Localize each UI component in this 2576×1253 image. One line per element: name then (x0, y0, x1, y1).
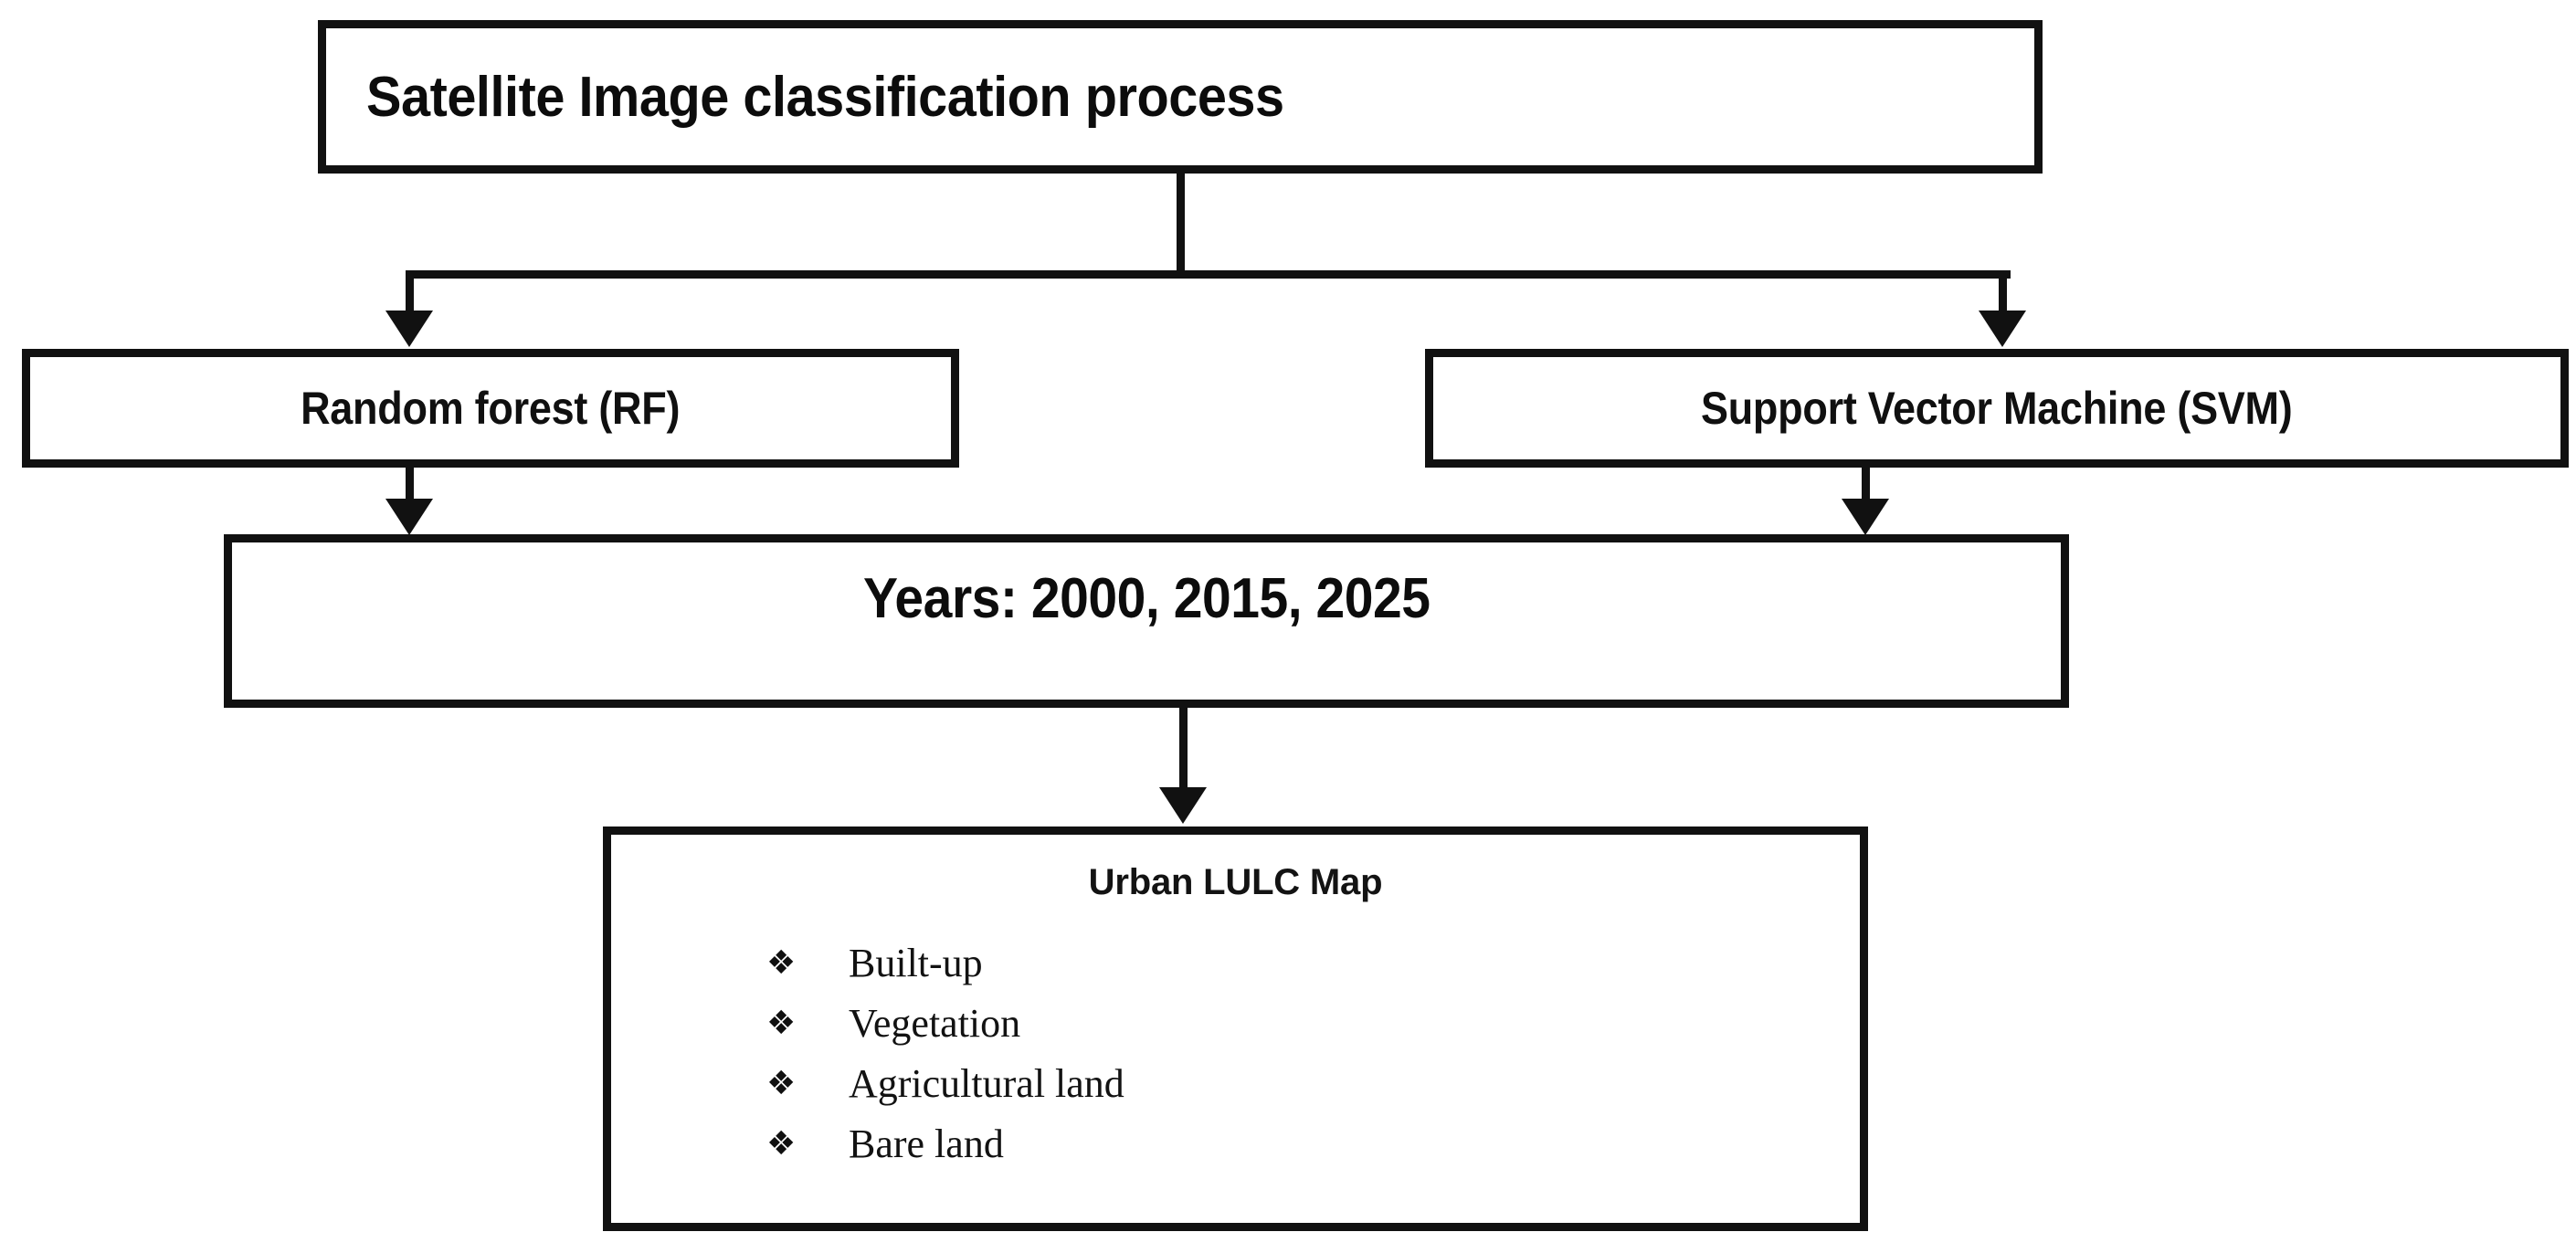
arrowhead-root-to-rf (385, 311, 433, 347)
list-item[interactable]: ❖ Vegetation (766, 1000, 1860, 1048)
diamond-bullet-icon: ❖ (766, 1004, 797, 1042)
list-item-label: Agricultural land (849, 1060, 1124, 1106)
node-urban-lulc-map[interactable]: Urban LULC Map ❖ Built-up ❖ Vegetation ❖… (603, 827, 1868, 1231)
node-random-forest[interactable]: Random forest (RF) (22, 349, 959, 468)
diamond-bullet-icon: ❖ (766, 1064, 797, 1102)
connector-svm-to-years (1862, 468, 1870, 502)
connector-split-bar (409, 270, 2011, 279)
list-item-label: Bare land (849, 1121, 1004, 1166)
node-label-svm: Support Vector Machine (SVM) (1701, 383, 2293, 434)
node-support-vector-machine[interactable]: Support Vector Machine (SVM) (1425, 349, 2569, 468)
connector-root-to-svm (1999, 270, 2007, 318)
list-item[interactable]: ❖ Agricultural land (766, 1060, 1860, 1108)
node-label-lulc-title: Urban LULC Map (1088, 862, 1383, 902)
list-item[interactable]: ❖ Bare land (766, 1121, 1860, 1168)
arrowhead-years-to-lulc (1159, 787, 1207, 824)
arrowhead-root-to-svm (1979, 311, 2026, 347)
arrowhead-svm-to-years (1842, 499, 1889, 535)
list-item-label: Vegetation (849, 1000, 1021, 1046)
connector-rf-to-years (406, 468, 414, 502)
connector-root-stem (1177, 174, 1185, 278)
node-years[interactable]: Years: 2000, 2015, 2025 (224, 534, 2069, 708)
node-label-years: Years: 2000, 2015, 2025 (862, 567, 1431, 630)
arrowhead-rf-to-years (385, 499, 433, 535)
node-label-root: Satellite Image classification process (366, 65, 1284, 129)
connector-root-to-rf (406, 270, 414, 318)
diamond-bullet-icon: ❖ (766, 943, 797, 982)
list-item[interactable]: ❖ Built-up (766, 940, 1860, 987)
node-label-rf: Random forest (RF) (301, 383, 681, 434)
diamond-bullet-icon: ❖ (766, 1124, 797, 1163)
list-item-label: Built-up (849, 941, 983, 985)
connector-years-to-lulc (1179, 708, 1188, 792)
lulc-class-list: ❖ Built-up ❖ Vegetation ❖ Agricultural l… (611, 940, 1860, 1168)
node-satellite-image-classification-process[interactable]: Satellite Image classification process (318, 20, 2043, 174)
